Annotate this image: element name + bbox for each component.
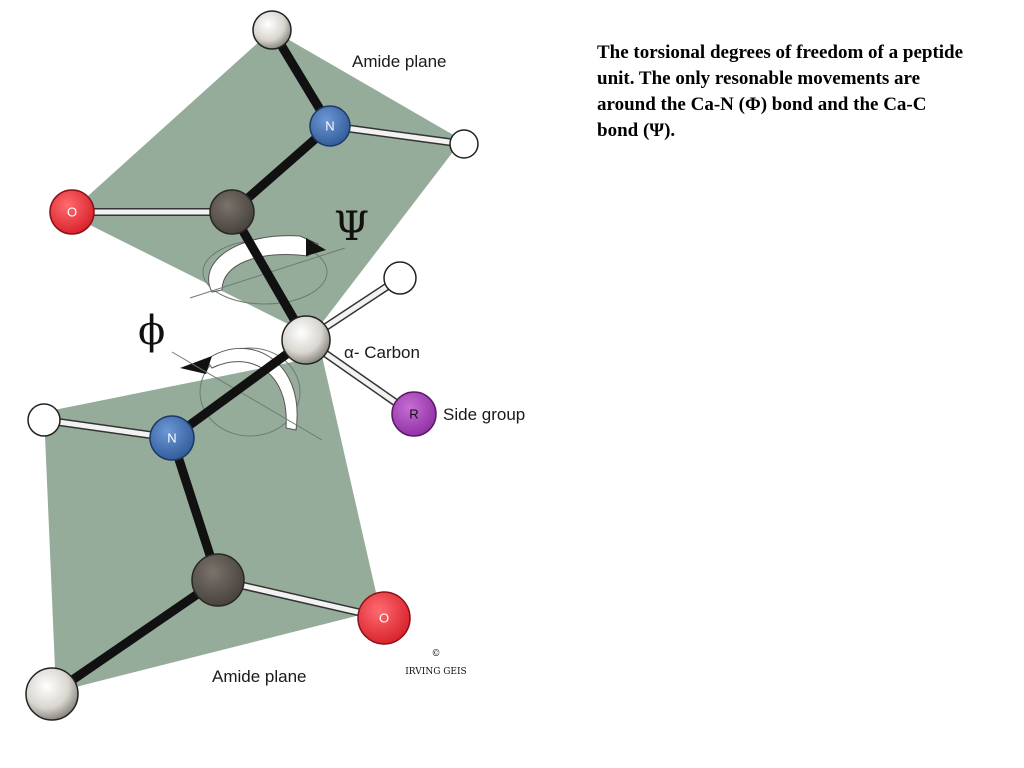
alpha-hydrogen-atom bbox=[383, 261, 417, 295]
lower-oxygen-label: O bbox=[379, 611, 389, 626]
upper-carbonyl-carbon-atom bbox=[209, 189, 255, 235]
lower-amide-plane-label: Amide plane bbox=[212, 667, 307, 686]
upper-nitrogen-label: N bbox=[325, 119, 334, 134]
upper-oxygen-atom bbox=[49, 189, 95, 235]
lower-hydrogen-atom bbox=[27, 403, 61, 437]
upper-hydrogen-atom bbox=[449, 129, 479, 159]
psi-symbol: Ψ bbox=[334, 204, 369, 250]
upper-nitrogen-atom bbox=[309, 105, 351, 147]
lower-carbonyl-carbon-atom bbox=[191, 553, 245, 607]
top-c-alpha-atom bbox=[252, 10, 292, 50]
phi-symbol: ϕ bbox=[138, 308, 165, 354]
alpha-carbon-label: α- Carbon bbox=[344, 343, 420, 362]
upper-oxygen-label: O bbox=[67, 205, 77, 220]
artist-signature: IRVING GEIS bbox=[405, 667, 466, 677]
alpha-carbon-atom bbox=[281, 315, 331, 365]
lower-nitrogen-label: N bbox=[167, 431, 176, 446]
phi-rotation-arrow bbox=[171, 347, 323, 441]
bottom-c-alpha-atom bbox=[25, 667, 79, 721]
figure-caption: The torsional degrees of freedom of a pe… bbox=[597, 42, 964, 141]
r-group-label: R bbox=[409, 407, 418, 422]
artist-credit: © IRVING GEIS bbox=[405, 649, 466, 677]
copyright-mark: © bbox=[432, 649, 441, 659]
lower-oxygen-atom bbox=[357, 591, 411, 645]
lower-nitrogen-atom bbox=[149, 415, 195, 461]
lower-amide-plane bbox=[44, 356, 380, 692]
r-group-atom bbox=[391, 391, 437, 437]
upper-amide-plane-label: Amide plane bbox=[352, 52, 447, 71]
side-group-label: Side group bbox=[443, 405, 525, 424]
